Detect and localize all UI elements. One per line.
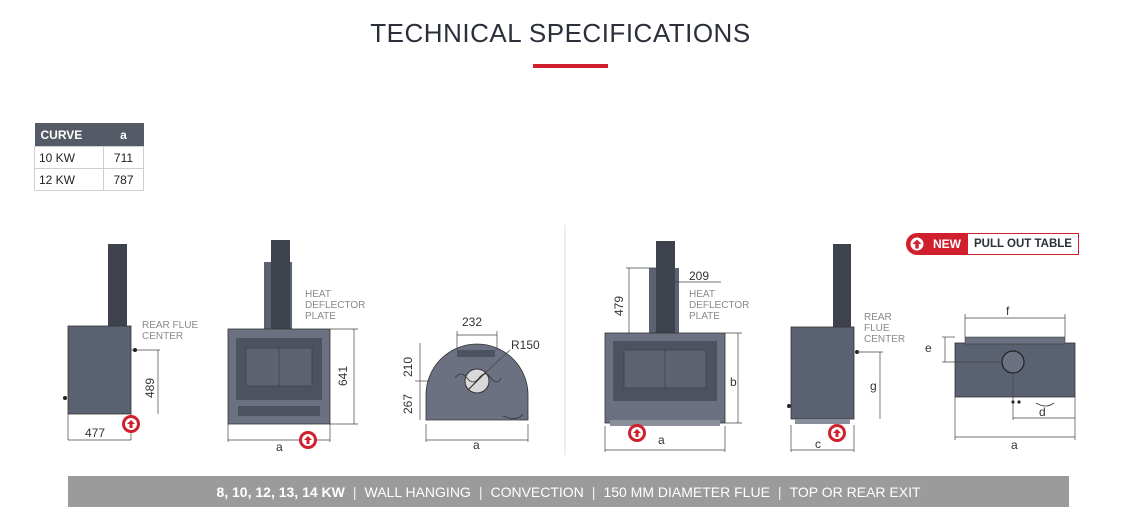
flue-pipe — [656, 241, 675, 334]
separator: | — [777, 483, 782, 500]
dim-height: b — [730, 375, 737, 389]
note-line: CENTER — [142, 331, 183, 342]
spec-footer-bar: 8, 10, 12, 13, 14 KW | WALL HANGING | CO… — [68, 476, 1069, 507]
note-line: DEFLECTOR — [689, 300, 749, 311]
footer-item: WALL HANGING — [364, 483, 471, 500]
page-title: TECHNICAL SPECIFICATIONS — [370, 18, 751, 48]
stove-body — [790, 326, 855, 420]
stove-body — [67, 325, 132, 415]
table-cell: 787 — [103, 168, 144, 191]
top-view: 232 R150 210 267 a — [401, 315, 540, 452]
separator: | — [591, 483, 596, 500]
note-line: PLATE — [305, 311, 336, 322]
table-cell: 10 KW — [34, 146, 104, 169]
footer-item: 150 MM DIAMETER FLUE — [603, 483, 770, 500]
dim-width: a — [473, 438, 480, 452]
note-line: DEFLECTOR — [305, 300, 365, 311]
dim-width: a — [1011, 438, 1018, 452]
badge-text: PULL OUT TABLE — [968, 233, 1079, 255]
curve-table: CURVE a 10 KW 711 12 KW 787 — [34, 123, 144, 191]
footer-powers: 8, 10, 12, 13, 14 KW — [216, 483, 345, 500]
direction-arrow-icon — [299, 431, 317, 449]
flue-pipe — [271, 240, 290, 330]
dim-offset: d — [1039, 405, 1046, 419]
dim-flue: 479 — [612, 296, 626, 316]
note-line: FLUE — [864, 323, 890, 334]
dim-top: 209 — [689, 269, 709, 283]
front-view-right: 209 479 b a HEAT DEFLECTOR PLATE — [604, 241, 749, 452]
pull-out-table — [964, 336, 1066, 345]
table-cell: 12 KW — [34, 168, 104, 191]
table-cell: 711 — [103, 146, 144, 169]
dim-width: a — [276, 440, 283, 454]
table-header-curve: CURVE — [34, 123, 104, 147]
dim-radius: R150 — [511, 338, 540, 352]
note-line: HEAT — [305, 289, 331, 300]
new-feature-badge: NEW PULL OUT TABLE — [906, 233, 1079, 255]
footer-item: CONVECTION — [490, 483, 584, 500]
table-header-a: a — [103, 123, 144, 147]
dim-depth: 267 — [401, 394, 415, 414]
direction-arrow-icon — [628, 424, 646, 442]
note-line: CENTER — [864, 334, 905, 345]
title-underline — [533, 64, 608, 68]
up-arrow-icon — [906, 233, 928, 255]
separator: | — [352, 483, 357, 500]
flue-pipe — [108, 244, 127, 328]
footer-item: TOP OR REAR EXIT — [789, 483, 921, 500]
dim-width: 477 — [85, 426, 105, 440]
dim-top: f — [1006, 304, 1010, 318]
dim-width: 232 — [462, 315, 482, 329]
flue-pipe — [833, 244, 851, 328]
note-line: REAR — [864, 312, 892, 323]
note-line: HEAT — [689, 289, 715, 300]
dim-height: 489 — [143, 378, 157, 398]
separator: | — [478, 483, 483, 500]
flue-opening — [1001, 350, 1025, 374]
side-view-left: 477 489 REAR FLUE CENTER — [63, 244, 198, 441]
dim-height: 641 — [336, 366, 350, 386]
side-view-right: g c REAR FLUE CENTER — [787, 244, 905, 452]
dim-depth: 210 — [401, 357, 415, 377]
note-line: REAR FLUE — [142, 320, 198, 331]
direction-arrow-icon — [122, 415, 140, 433]
dim-height: g — [870, 379, 877, 393]
table-row: 12 KW 787 — [34, 168, 144, 191]
dim-width: a — [658, 433, 665, 447]
plan-view-right: f e d a — [925, 304, 1076, 452]
dim-side: e — [925, 341, 932, 355]
front-view-left: a 641 HEAT DEFLECTOR PLATE — [227, 240, 365, 454]
table-header-row: CURVE a — [34, 123, 144, 147]
table-row: 10 KW 711 — [34, 146, 144, 169]
dim-width: c — [815, 437, 821, 451]
direction-arrow-icon — [828, 424, 846, 442]
note-line: PLATE — [689, 311, 720, 322]
